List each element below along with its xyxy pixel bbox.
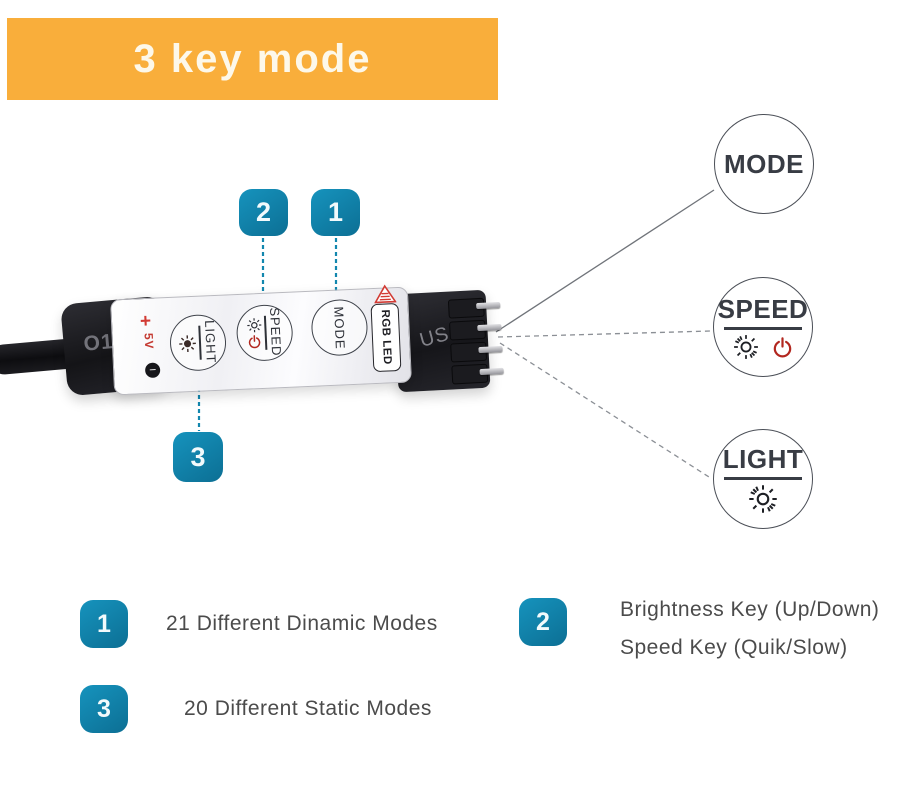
key-circle-mode: MODE: [714, 114, 814, 214]
brightness-sun-icon: [179, 334, 196, 352]
callout-badge-1: 1: [311, 189, 360, 236]
legend-number: 1: [97, 609, 111, 638]
brightness-sun-icon: [733, 335, 758, 359]
label-underline: [724, 327, 802, 330]
button-label-underline: [198, 325, 202, 360]
key-circle-label: MODE: [724, 148, 804, 179]
brightness-sun-icon: [749, 485, 777, 513]
device-button-label: LIGHT: [202, 320, 219, 365]
label-underline: [724, 477, 802, 480]
key-circle-speed: SPEED: [713, 277, 813, 377]
legend-text: Brightness Key (Up/Down) Speed Key (Quik…: [620, 591, 879, 667]
connector-pin: [476, 301, 501, 310]
legend-badge: 1: [80, 600, 128, 648]
connector-mark: US: [417, 322, 452, 352]
legend-line: Brightness Key (Up/Down): [620, 598, 880, 621]
callout-number: 1: [327, 197, 344, 227]
key-circle-label: SPEED: [717, 294, 809, 324]
connector-pin: [479, 367, 504, 376]
rgb-led-badge: RGB LED: [370, 302, 402, 373]
warning-icon: [374, 284, 397, 304]
controller-body: + 5V − LIGHT: [110, 284, 412, 396]
legend-line: Speed Key (Quik/Slow): [620, 636, 848, 659]
callout-badge-2: 2: [239, 189, 288, 236]
device-button-label: MODE: [331, 305, 348, 350]
legend-badge: 3: [80, 685, 128, 733]
button-label-underline: [263, 315, 267, 350]
legend-number: 3: [97, 694, 111, 723]
device-button-speed: SPEED: [235, 303, 294, 363]
power-icon: [248, 335, 261, 349]
brightness-sun-icon: [246, 318, 261, 333]
callout-number: 3: [190, 441, 206, 472]
legend-line: 20 Different Static Modes: [184, 697, 432, 720]
device-button-label: SPEED: [267, 307, 285, 358]
banner: 3 key mode: [7, 18, 498, 100]
legend-text: 20 Different Static Modes: [184, 685, 432, 733]
key-circle-light: LIGHT: [713, 429, 813, 529]
device-button-mode: MODE: [310, 298, 369, 357]
key-circle-label: LIGHT: [722, 444, 804, 474]
voltage-label: 5V: [141, 332, 157, 350]
device-button-light: LIGHT: [168, 313, 228, 372]
callout-number: 2: [255, 197, 272, 227]
cable-mark: O1: [82, 330, 115, 356]
legend-text: 21 Different Dinamic Modes: [166, 600, 438, 648]
power-icon: [773, 336, 791, 357]
legend-line: 21 Different Dinamic Modes: [166, 612, 438, 635]
connector-pin: [478, 345, 503, 354]
banner-title: 3 key mode: [133, 36, 372, 81]
legend-number: 2: [536, 607, 550, 636]
callout-badge-3: 3: [173, 432, 223, 482]
connector-pin: [477, 323, 502, 332]
minus-icon: −: [144, 362, 161, 379]
legend-badge: 2: [519, 598, 567, 646]
plus-icon: +: [139, 310, 152, 333]
